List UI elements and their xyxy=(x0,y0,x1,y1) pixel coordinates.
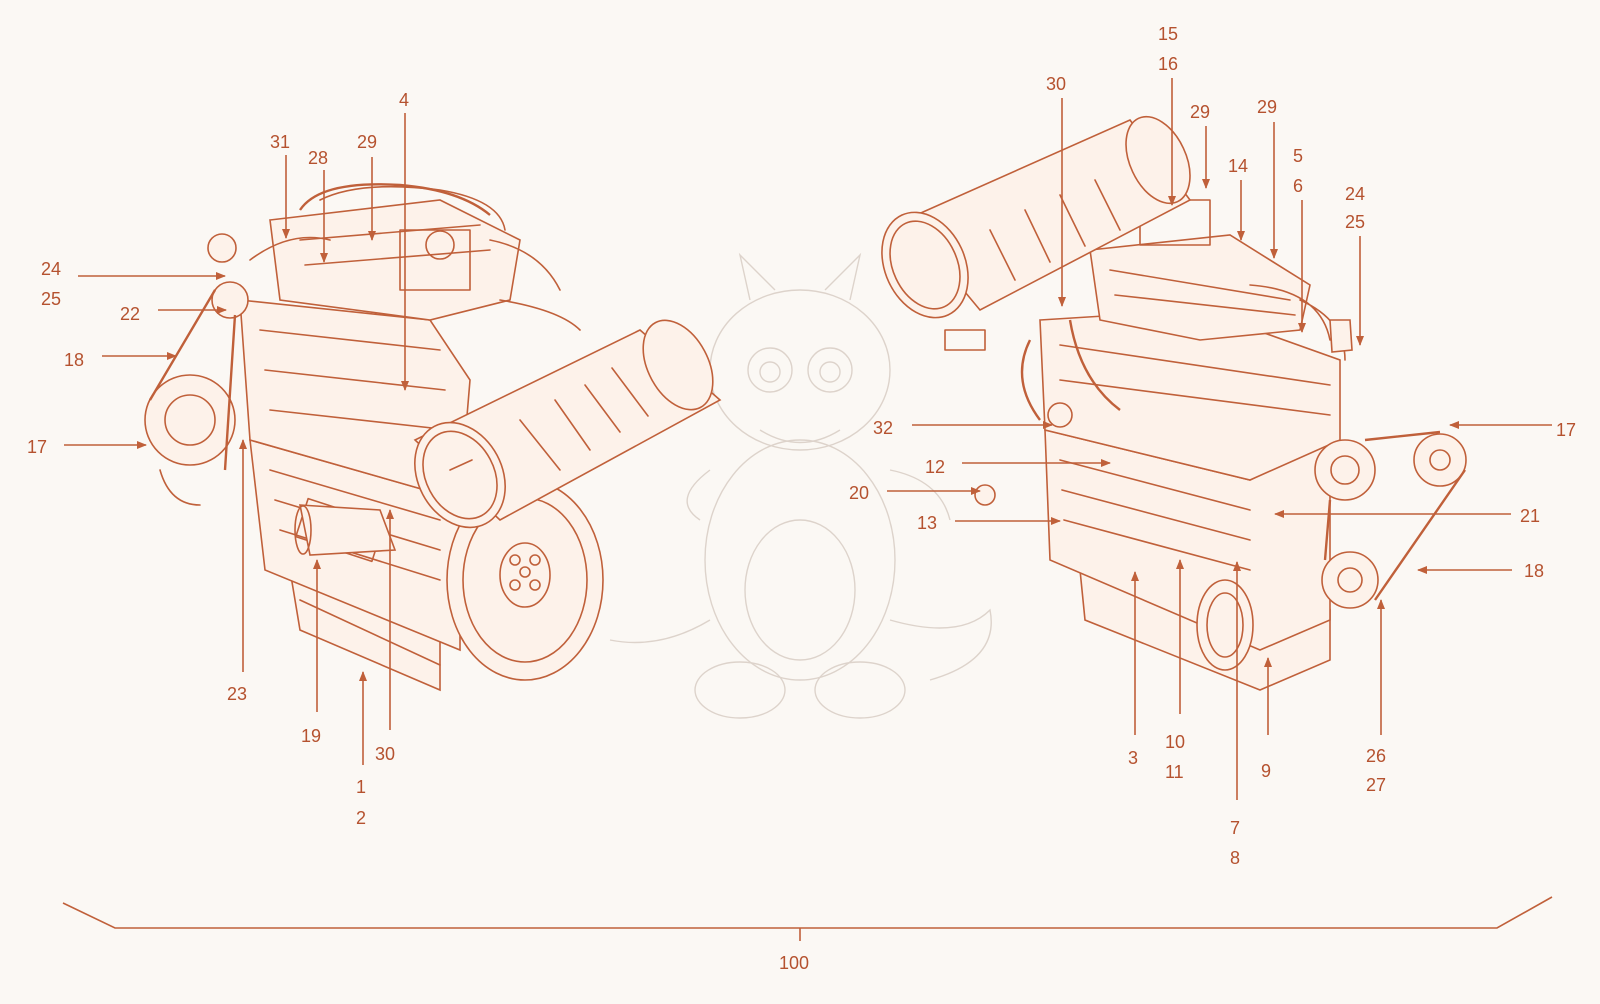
callout-r-5: 5 xyxy=(1293,146,1303,166)
callout-l-2: 2 xyxy=(356,808,366,828)
callout-l-18: 18 xyxy=(64,350,84,370)
callout-r-26: 26 xyxy=(1366,746,1386,766)
callout-l-22: 22 xyxy=(120,304,140,324)
callout-r-15: 15 xyxy=(1158,24,1178,44)
callout-l-24: 24 xyxy=(41,259,61,279)
left-callouts: 24 25 22 18 17 31 28 29 4 23 19 30 1 2 xyxy=(27,90,409,828)
callout-r-10: 10 xyxy=(1165,732,1185,752)
callout-l-28: 28 xyxy=(308,148,328,168)
callout-r-9: 9 xyxy=(1261,761,1271,781)
callout-r-20: 20 xyxy=(849,483,869,503)
right-callouts: 15 16 30 29 29 14 5 6 24 25 17 32 12 20 … xyxy=(849,24,1576,868)
callout-r-12: 12 xyxy=(925,457,945,477)
callout-r-30: 30 xyxy=(1046,74,1066,94)
dimension-label: 100 xyxy=(779,953,809,973)
callout-r-13: 13 xyxy=(917,513,937,533)
callout-r-7: 7 xyxy=(1230,818,1240,838)
callout-l-4: 4 xyxy=(399,90,409,110)
callout-r-27: 27 xyxy=(1366,775,1386,795)
callout-l-30: 30 xyxy=(375,744,395,764)
callout-r-21: 21 xyxy=(1520,506,1540,526)
callout-l-1: 1 xyxy=(356,777,366,797)
diesel-engine-front-view xyxy=(144,183,722,692)
dimension-bracket: 100 xyxy=(62,896,1553,973)
callout-l-23: 23 xyxy=(227,684,247,704)
callout-r-14: 14 xyxy=(1228,156,1248,176)
callout-r-16: 16 xyxy=(1158,54,1178,74)
callout-r-18: 18 xyxy=(1524,561,1544,581)
callout-r-17: 17 xyxy=(1556,420,1576,440)
callout-r-24: 24 xyxy=(1345,184,1365,204)
callout-r-8: 8 xyxy=(1230,848,1240,868)
callout-l-31: 31 xyxy=(270,132,290,152)
callout-r-29b: 29 xyxy=(1257,97,1277,117)
baby-dragon-illustration xyxy=(609,252,992,719)
callout-l-19: 19 xyxy=(301,726,321,746)
callout-r-6: 6 xyxy=(1293,176,1303,196)
callout-r-3: 3 xyxy=(1128,748,1138,768)
callout-r-32: 32 xyxy=(873,418,893,438)
callout-l-17: 17 xyxy=(27,437,47,457)
callout-r-25: 25 xyxy=(1345,212,1365,232)
callout-l-25: 25 xyxy=(41,289,61,309)
callout-r-29a: 29 xyxy=(1190,102,1210,122)
callout-r-11: 11 xyxy=(1165,762,1184,782)
diesel-engine-rear-view xyxy=(881,115,1467,691)
callout-l-29: 29 xyxy=(357,132,377,152)
